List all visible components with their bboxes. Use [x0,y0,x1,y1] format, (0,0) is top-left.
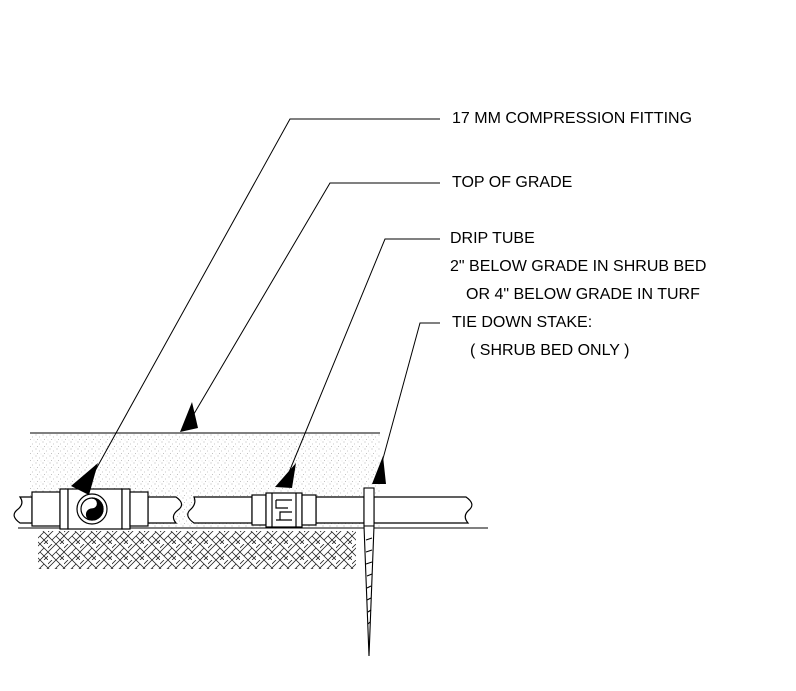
coupler-detail-lines [271,493,297,527]
callout-arrowheads [71,402,386,495]
label-drip-tube: DRIP TUBE [450,230,535,247]
stake-head [363,487,375,527]
stake-shaft [363,525,375,657]
fitting-port-swirl [85,497,104,521]
coupler-left-sleeve [251,494,267,526]
label-tie-down-stake: TIE DOWN STAKE: [452,314,593,331]
fitting-right-nut [129,491,149,527]
tube-middle-left [147,496,183,524]
tube-left-stub [13,496,33,524]
fitting-right-collar [121,488,131,530]
arrow-top-of-grade [180,402,198,432]
fitting-left-nut [31,491,61,527]
label-drip-tube-note-1: 2" BELOW GRADE IN SHRUB BED [450,258,707,275]
leader-top-of-grade [187,182,440,425]
coupler-right-sleeve [301,494,317,526]
tube-right-end [373,496,473,524]
leader-compression-fitting [89,118,440,481]
tube-right-mid [315,496,365,524]
arrow-compression-fitting [71,463,98,495]
arrow-tie-down-stake [372,456,386,484]
label-compression-fitting: 17 MM COMPRESSION FITTING [452,110,693,127]
leader-tie-down-stake [377,322,440,478]
drip-tube-coupler [251,492,317,528]
subgrade-hatch [38,531,356,569]
callout-leaders [89,118,440,483]
label-tie-down-stake-note: ( SHRUB BED ONLY ) [470,342,630,359]
tube-middle-right [187,496,253,524]
drip-tube [13,496,473,524]
leader-drip-tube [284,238,440,483]
fitting-left-collar [59,488,69,530]
tie-down-stake [363,487,375,657]
stake-barbs [365,537,373,625]
label-top-of-grade: TOP OF GRADE [452,174,573,191]
arrow-drip-tube [275,463,296,488]
compression-fitting [31,488,149,530]
label-drip-tube-note-2: OR 4" BELOW GRADE IN TURF [466,286,700,303]
